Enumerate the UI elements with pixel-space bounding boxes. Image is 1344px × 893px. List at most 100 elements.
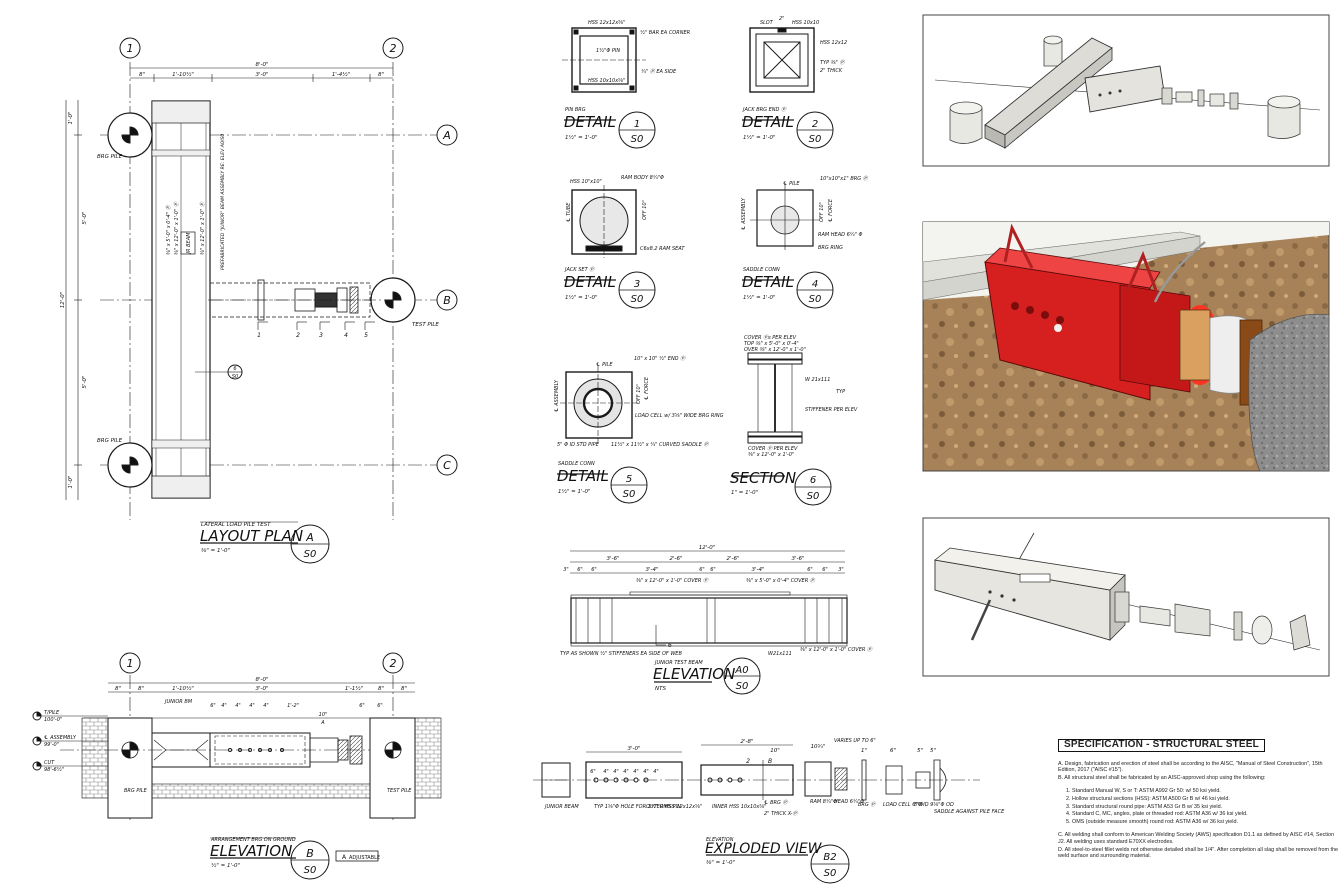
spec-item-b5: 5. OMS (outside measure smooth) round ro… <box>1066 818 1238 825</box>
ev-dim-3: 10" <box>770 748 780 754</box>
ev-label-7: RAM 8¼"Φ <box>810 799 837 805</box>
ev-small-4: 4" <box>623 769 628 775</box>
d4-note-2: 10"x10"x1" BRG Ⓟ <box>820 175 869 182</box>
ev-label-8: HEAD 6¼"Φ <box>834 799 864 805</box>
ev-label-1: JUNIOR BEAM <box>544 804 579 810</box>
d3-title: DETAIL <box>564 273 616 291</box>
ev-small-2: 4" <box>603 769 608 775</box>
s6-note-5: TYP <box>836 389 845 395</box>
d2-scale: 1½" = 1'-0" <box>743 134 776 141</box>
spec-item-a: A. Design, fabrication and erection of s… <box>1058 760 1323 774</box>
elev-small-10: 6" <box>377 703 382 709</box>
spec-item-b3: 3. Standard structural round pipe: ASTM … <box>1066 803 1223 810</box>
dim-left-4: 1'-0" <box>68 475 74 488</box>
a0-dim-small-6: 6" <box>807 567 812 573</box>
level-value-2: 99'-0" <box>44 742 59 748</box>
a0-dim-small-8: 3" <box>838 567 843 573</box>
d1-note-5: ¼" Ⓟ EA SIDE <box>641 68 677 75</box>
d2-tag-id: 2 <box>812 119 818 130</box>
elev-small-6: 1'-2" <box>287 703 299 709</box>
ev-small-6: 4" <box>643 769 648 775</box>
d5-note-4: OFF 10° <box>636 383 642 404</box>
spec-title: SPECIFICATION - STRUCTURAL STEEL <box>1058 739 1265 752</box>
d2-title: DETAIL <box>742 113 794 131</box>
test-pile-label: TEST PILE <box>412 322 439 328</box>
d4-note-6: RAM HEAD 6¼" Φ <box>818 232 862 238</box>
spec-item-b4: 4. Standard C, MC, angles, plate or thre… <box>1066 811 1248 818</box>
elev-dim-overall: 8'-0" <box>255 677 268 683</box>
ev-small-8: 2 <box>746 758 750 765</box>
detail-marker-5: 5 <box>364 332 368 339</box>
ev-dim-6: 1" <box>861 748 867 754</box>
a0-dim-top-4: 3'-6" <box>791 556 804 562</box>
elev-small-2: 4" <box>221 703 226 709</box>
d2-note-3: HSS 10x10 <box>792 20 819 26</box>
d5-note-8: 11½" x 11½" x ¼" CURVED SADDLE Ⓟ <box>611 441 710 448</box>
legend-key: A <box>342 854 347 861</box>
a0-scale: NTS <box>655 686 666 692</box>
detail-1 <box>562 27 656 149</box>
dim-top-3: 3'-0" <box>255 72 268 78</box>
ev-tag-sheet: S0 <box>824 868 837 879</box>
s6-note-4: W 21x111 <box>805 377 830 383</box>
d1-title: DETAIL <box>564 113 616 131</box>
ev-subtitle: ELEVATION <box>706 837 734 843</box>
detail-2 <box>742 27 834 149</box>
plan-title: LAYOUT PLAN <box>200 527 303 545</box>
detail-marker-1: 1 <box>257 332 261 339</box>
d5-note-3: ℄ ASSEMBLY <box>554 379 560 412</box>
d3-note-1: HSS 10"x10" <box>570 179 602 185</box>
ev-label-9: BRG Ⓟ <box>858 801 876 808</box>
ev-dim-2: 2'-8" <box>740 739 753 745</box>
beam-note-3: ⅜" x 12'-0" x 1'-0" Ⓟ <box>199 201 206 255</box>
a0-dim-small-3: 6" <box>591 567 596 573</box>
d3-tag-sheet: S0 <box>631 294 644 305</box>
d5-note-7: 5" Φ ID STD PIPE <box>557 442 600 448</box>
detail-marker-2: 2 <box>296 332 300 339</box>
elev-dim-2: 8" <box>138 686 144 692</box>
grid-col-1: 1 <box>127 42 134 55</box>
grid-row-c: C <box>443 459 451 472</box>
detail-5 <box>557 366 648 504</box>
elev-brg-pile: BRG PILE <box>124 788 148 794</box>
a0-dim-top-3: 2'-6" <box>726 556 739 562</box>
ev-dim-1: 3'-0" <box>627 746 640 752</box>
layout-plan <box>65 37 458 564</box>
a0-dim-overall: 12'-0" <box>699 545 716 551</box>
d3-note-2: RAM BODY 8¼"Φ <box>621 175 664 181</box>
a0-dim-top-1: 3'-6" <box>606 556 619 562</box>
s6-tag-sheet: S0 <box>807 491 820 502</box>
a0-dim-small-1: 3" <box>563 567 568 573</box>
elev-small-5: 4" <box>263 703 268 709</box>
a0-dim-small-7: 6" <box>822 567 827 573</box>
brg-pile-label-bottom: BRG PILE <box>97 438 123 444</box>
d1-tag-id: 1 <box>634 119 640 130</box>
render-bottom <box>922 517 1330 677</box>
plan-tag-id: A <box>305 531 314 544</box>
ev-tag-id: B2 <box>823 852 836 863</box>
elevation-a0 <box>570 550 848 695</box>
s6-note-3: OVER ⅜" x 12'-0" x 1'-0" <box>744 347 806 353</box>
d3-note-3: ℄ TUBE <box>566 202 572 222</box>
a0-dim-small-5: 6" <box>710 567 715 573</box>
ev-label-6: 2" THICK X-Ⓟ <box>764 810 798 817</box>
s6-note-6: STIFFENER PER ELEV <box>805 407 858 413</box>
elev-b-tag-id: B <box>306 847 314 860</box>
d5-subtitle: SADDLE CONN <box>558 461 595 467</box>
plan-tag-sheet: S0 <box>304 549 317 560</box>
dim-top-4: 1'-4½" <box>332 71 350 78</box>
d1-subtitle: PIN BRG <box>565 107 586 113</box>
d4-tag-id: 4 <box>812 279 818 290</box>
ev-small-9: B <box>768 758 772 765</box>
dim-left-1: 1'-0" <box>68 111 74 124</box>
specification-block: SPECIFICATION - STRUCTURAL STEEL A. Desi… <box>1058 739 1338 861</box>
dim-top-5: 8" <box>378 72 384 78</box>
brg-pile-label-top: BRG PILE <box>97 154 123 160</box>
elev-dim-5: 1'-1½" <box>345 685 363 692</box>
elev-b-scale: ½" = 1'-0" <box>211 862 240 869</box>
spec-item-b2: 2. Hollow structural sections (HSS): AST… <box>1066 795 1230 802</box>
junior-bm-label: JUNIOR BM <box>164 699 193 705</box>
a0-section-marker: 6 <box>668 642 672 649</box>
elev-small-9: 6" <box>359 703 364 709</box>
d3-scale: 1½" = 1'-0" <box>565 294 598 301</box>
